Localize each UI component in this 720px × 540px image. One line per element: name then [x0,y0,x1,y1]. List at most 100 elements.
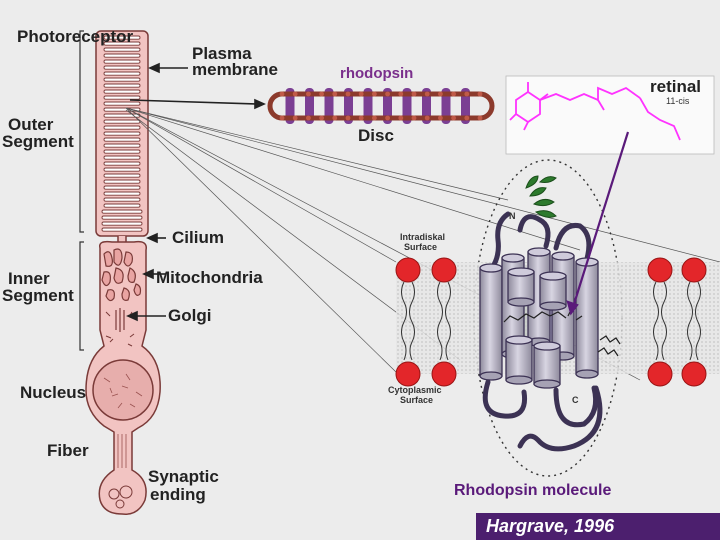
lipid-bilayer [395,257,707,387]
disc-bead [332,115,338,121]
disc-bead [279,115,285,121]
fiber-lines [117,434,127,468]
outer-segment-disc [103,71,141,76]
helix-cylinder [479,267,503,377]
plasma-label-line2: membrane [192,60,278,79]
rhodopsin-pin [363,88,373,124]
outer-segment-disc [103,47,141,52]
helix-top [479,263,503,273]
golgi-label: Golgi [168,306,212,325]
disc-bead [306,91,311,97]
disc-bead [292,91,298,97]
lipid-head [431,257,457,283]
plasma-label-line1: Plasma [192,44,252,63]
disc-bead [398,115,404,121]
disc-bead [464,91,470,97]
photoreceptor-cell [85,30,161,515]
disc-diagram [267,88,495,124]
disc-label: Disc [358,126,394,145]
disc-bead [398,91,404,97]
glycosylation-sugars [525,175,557,218]
disc-bead [411,91,417,97]
rhodopsin-label: rhodopsin [340,65,414,82]
retinal-box [505,75,715,155]
disc-bead [451,91,456,97]
synaptic-vesicles [108,485,133,509]
disc-bead [477,91,483,97]
outer-segment-disc [103,41,141,46]
disc-bead [464,115,470,121]
golgi-apparatus [115,308,125,332]
helix-top [533,341,561,351]
nucleus-label: Nucleus [20,383,87,402]
outer-segment-disc [101,209,143,214]
outer-segment-disc [103,65,141,70]
disc-bead [358,115,364,121]
helix-bottom [507,297,535,307]
synaptic-label-line2: ending [150,485,206,504]
lipid-tails [401,281,415,361]
outer-segment-disc [103,83,141,88]
disc-bead [372,91,377,97]
disc-beads [279,91,483,121]
helix-bottom [479,371,503,381]
mitochondria-cluster [101,248,142,302]
helix-bottom [533,379,561,389]
disc-bead [332,91,338,97]
outer-segment-disc [103,119,141,124]
outer-segment-disc [103,173,141,178]
outer-segment-disc [103,95,141,100]
helix-cylinder [505,339,533,381]
outer-segment-disc [103,101,141,106]
helix-cylinder [533,345,561,385]
outer-segment-disc [103,149,141,154]
intradiskal-label-line1: Intradiskal [400,232,446,242]
nucleus-texture [103,373,143,409]
lipid-tails [437,281,451,361]
transmembrane-helices [479,247,599,389]
lipid-tails [653,281,667,361]
helix-top [539,271,567,281]
helix-bottom [575,369,599,379]
outer-segment-disc [103,185,141,190]
retinal-structure [509,82,681,141]
helix-top [507,267,535,277]
rhodopsin-pin [402,88,412,124]
inner-segment-label-line2: Segment [2,286,74,305]
segment-brackets [79,30,84,351]
outer-segment-disc [103,203,141,208]
helix-top [501,253,525,263]
helix-top [551,251,575,261]
disc-bead [319,91,324,97]
rhodopsin-pin [461,88,470,124]
disc-bead [292,115,298,121]
disc-bead [306,115,311,121]
outer-segment-disc [103,137,141,142]
helix-bottom [505,375,533,385]
cytoplasmic-label-line2: Surface [400,395,434,405]
rhodopsin-molecule-label: Rhodopsin molecule [454,482,612,499]
retinal-pointer-arrow [566,131,630,316]
disc-bead [438,91,443,97]
outer-segment-disc [103,143,141,148]
eleven-cis-label: 11-cis [666,96,690,106]
rhodopsin-pin [383,88,392,124]
rhodopsin-pin [305,88,314,124]
outer-segment-label-line1: Outer [8,115,54,134]
outer-segment-disc [101,227,143,232]
disc-bead [358,91,364,97]
outer-segment-disc [103,197,141,202]
helix-top [527,247,551,257]
disc-bead [424,91,430,97]
photoreceptor-label: Photoreceptor [17,27,134,46]
outer-segment-label-line2: Segment [2,132,74,151]
outer-segment-disc [103,125,141,130]
disc-bead [372,115,377,121]
credit-bar [476,513,720,540]
lipid-tails [687,281,701,361]
disc-bead [424,115,430,121]
protein-loops [482,211,603,452]
rhodopsin-pin [344,88,353,124]
disc-bead [385,91,390,97]
